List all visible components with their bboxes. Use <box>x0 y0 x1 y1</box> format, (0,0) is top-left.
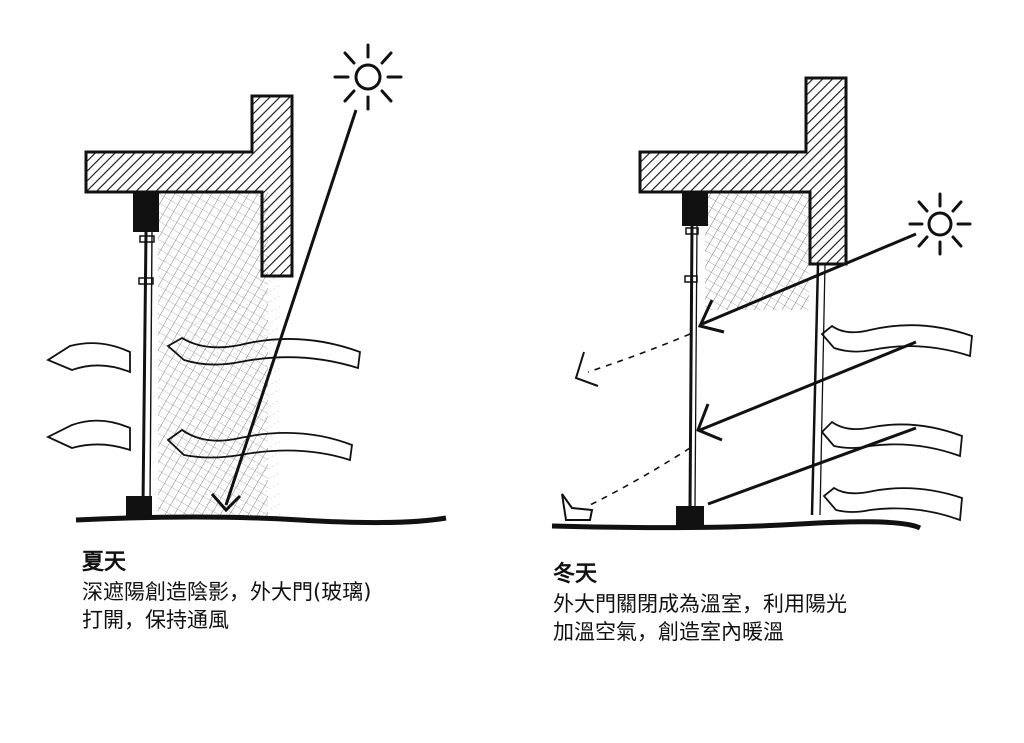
winter-door-line-2 <box>694 225 698 509</box>
summer-soffit <box>133 192 159 232</box>
summer-line-2: 打開，保持通風 <box>82 608 229 633</box>
reflection-dashed-ray <box>587 333 691 506</box>
summer-door-line-2 <box>149 231 153 506</box>
winter-title: 冬天 <box>553 562 598 587</box>
winter-door-hinge <box>685 227 699 235</box>
summer-door-line <box>141 231 148 506</box>
sun-icon <box>908 192 972 256</box>
winter-column-2 <box>819 263 826 516</box>
wind-arrow-icon <box>820 324 973 522</box>
sun-icon <box>333 43 403 111</box>
winter-shade-area <box>705 192 809 310</box>
light-ray-arrow-icon <box>210 109 358 513</box>
summer-caption: 夏天 深遮陽創造陰影，外大門(玻璃) 打開，保持通風 <box>82 548 371 634</box>
winter-soffit <box>682 192 708 226</box>
winter-caption: 冬天 外大門關閉成為溫室，利用陽光 加溫空氣，創造室內暖溫 <box>553 560 847 646</box>
winter-diagram <box>551 76 973 531</box>
summer-shade-lower <box>185 275 280 517</box>
summer-door-hinge-2 <box>138 277 154 285</box>
winter-door-hinge-2 <box>684 275 698 283</box>
summer-door-hinge <box>139 235 155 243</box>
summer-door-base <box>126 496 152 516</box>
reflection-arrow-icon <box>561 493 594 521</box>
winter-column <box>810 263 820 516</box>
summer-title: 夏天 <box>82 550 127 575</box>
summer-diagram <box>45 43 447 526</box>
reflection-arrow-icon <box>574 351 599 387</box>
winter-ground <box>551 519 922 531</box>
winter-line-1: 外大門關閉成為溫室，利用陽光 <box>553 591 847 616</box>
summer-line-1: 深遮陽創造陰影，外大門(玻璃) <box>82 579 372 604</box>
summer-ground <box>75 514 447 526</box>
wind-arrow-icon <box>45 336 361 462</box>
light-ray-arrow-icon <box>696 232 917 506</box>
winter-door-line <box>688 225 694 509</box>
winter-line-2: 加溫空氣，創造室內暖溫 <box>553 620 784 645</box>
winter-door-base <box>676 506 704 526</box>
